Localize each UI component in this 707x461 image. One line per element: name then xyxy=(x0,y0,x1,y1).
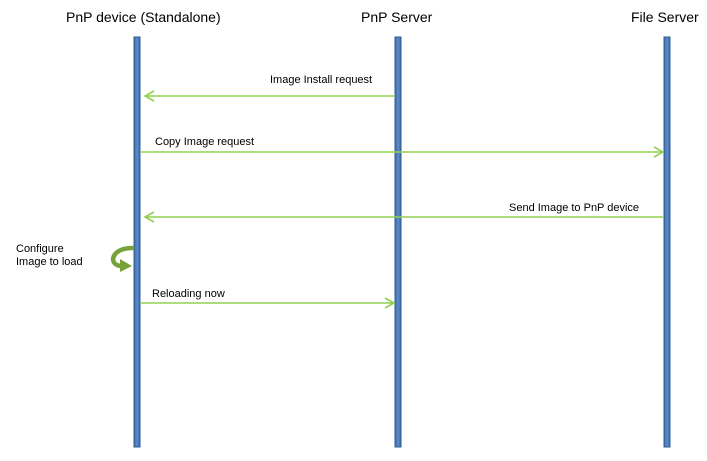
lifeline-pnp-server xyxy=(394,36,402,448)
message-label-reloading-now: Reloading now xyxy=(152,288,225,300)
lifeline-pnp-device xyxy=(133,36,141,448)
lifeline-title-file-server: File Server xyxy=(631,9,699,25)
message-send-image: Send Image to PnP device xyxy=(143,202,664,223)
lifeline-title-pnp-device: PnP device (Standalone) xyxy=(66,9,221,25)
message-label-image-install-request: Image Install request xyxy=(270,74,372,86)
message-label-copy-image-request: Copy Image request xyxy=(155,136,254,148)
message-label-send-image: Send Image to PnP device xyxy=(509,202,639,214)
message-image-install-request: Image Install request xyxy=(143,74,395,102)
curved-arrow-icon xyxy=(110,245,135,272)
self-action-note: Configure Image to load xyxy=(16,243,106,269)
lifeline-file-server xyxy=(663,36,671,448)
message-copy-image-request: Copy Image request xyxy=(140,136,665,158)
message-reloading-now: Reloading now xyxy=(140,288,396,309)
lifeline-title-pnp-server: PnP Server xyxy=(361,9,433,25)
self-action-line-1: Configure xyxy=(16,243,64,255)
self-action-line-2: Image to load xyxy=(16,256,83,268)
